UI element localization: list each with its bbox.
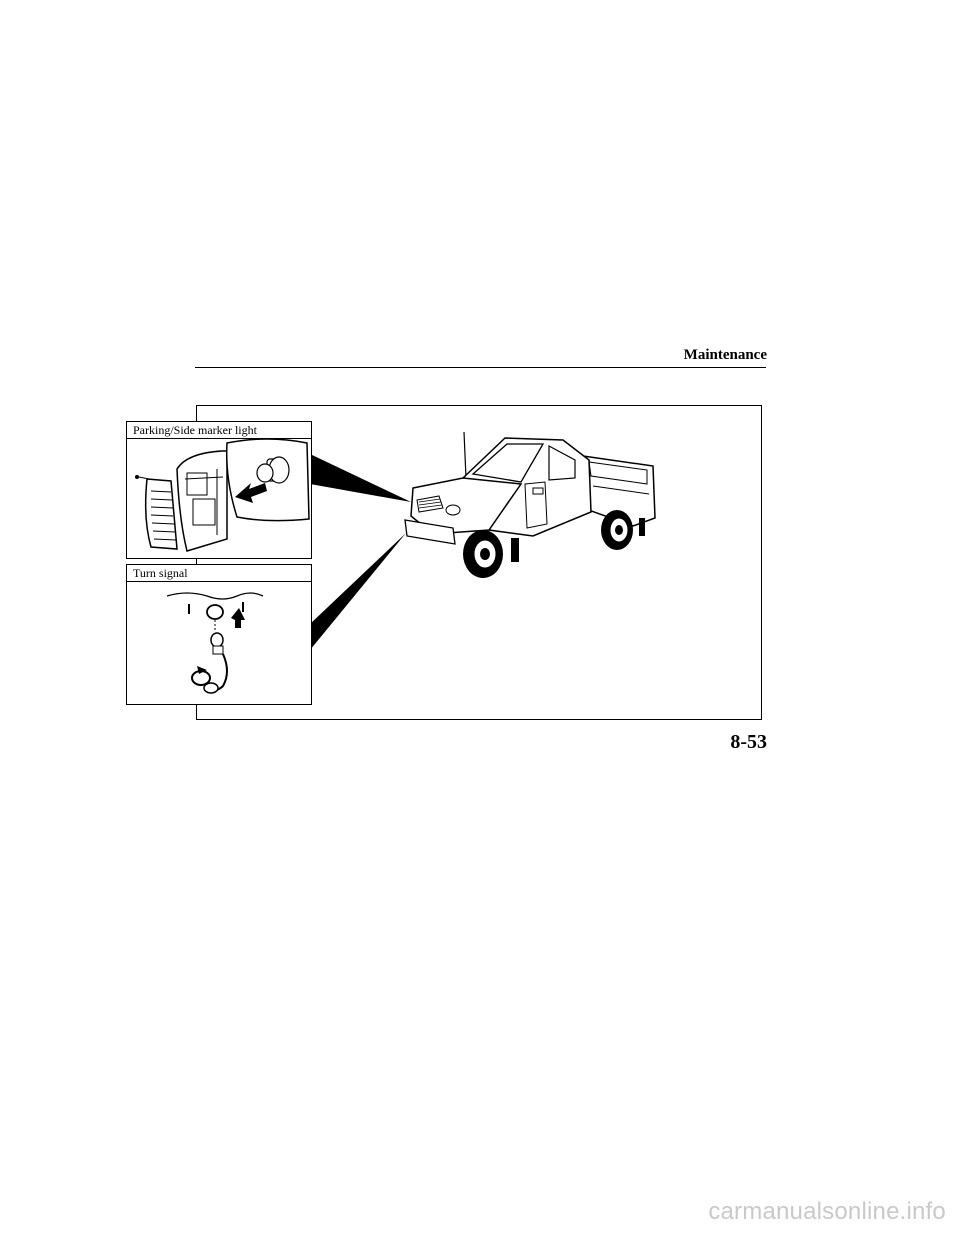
header-rule bbox=[195, 367, 766, 368]
watermark: carmanualsonline.info bbox=[708, 1198, 946, 1225]
inset-turn-signal: Turn signal bbox=[126, 564, 312, 705]
inset-turn-label: Turn signal bbox=[127, 565, 311, 582]
inset-parking-side-marker: Parking/Side marker light bbox=[126, 421, 312, 559]
parking-light-illustration bbox=[135, 438, 310, 552]
figure-frame: Parking/Side marker light bbox=[126, 405, 762, 720]
leader-wedges bbox=[310, 454, 411, 650]
pickup-truck-illustration bbox=[404, 431, 656, 578]
inset-parking-label: Parking/Side marker light bbox=[127, 422, 311, 439]
page-number: 8-53 bbox=[730, 731, 767, 753]
turn-signal-illustration bbox=[166, 592, 264, 694]
section-title: Maintenance bbox=[683, 347, 767, 363]
